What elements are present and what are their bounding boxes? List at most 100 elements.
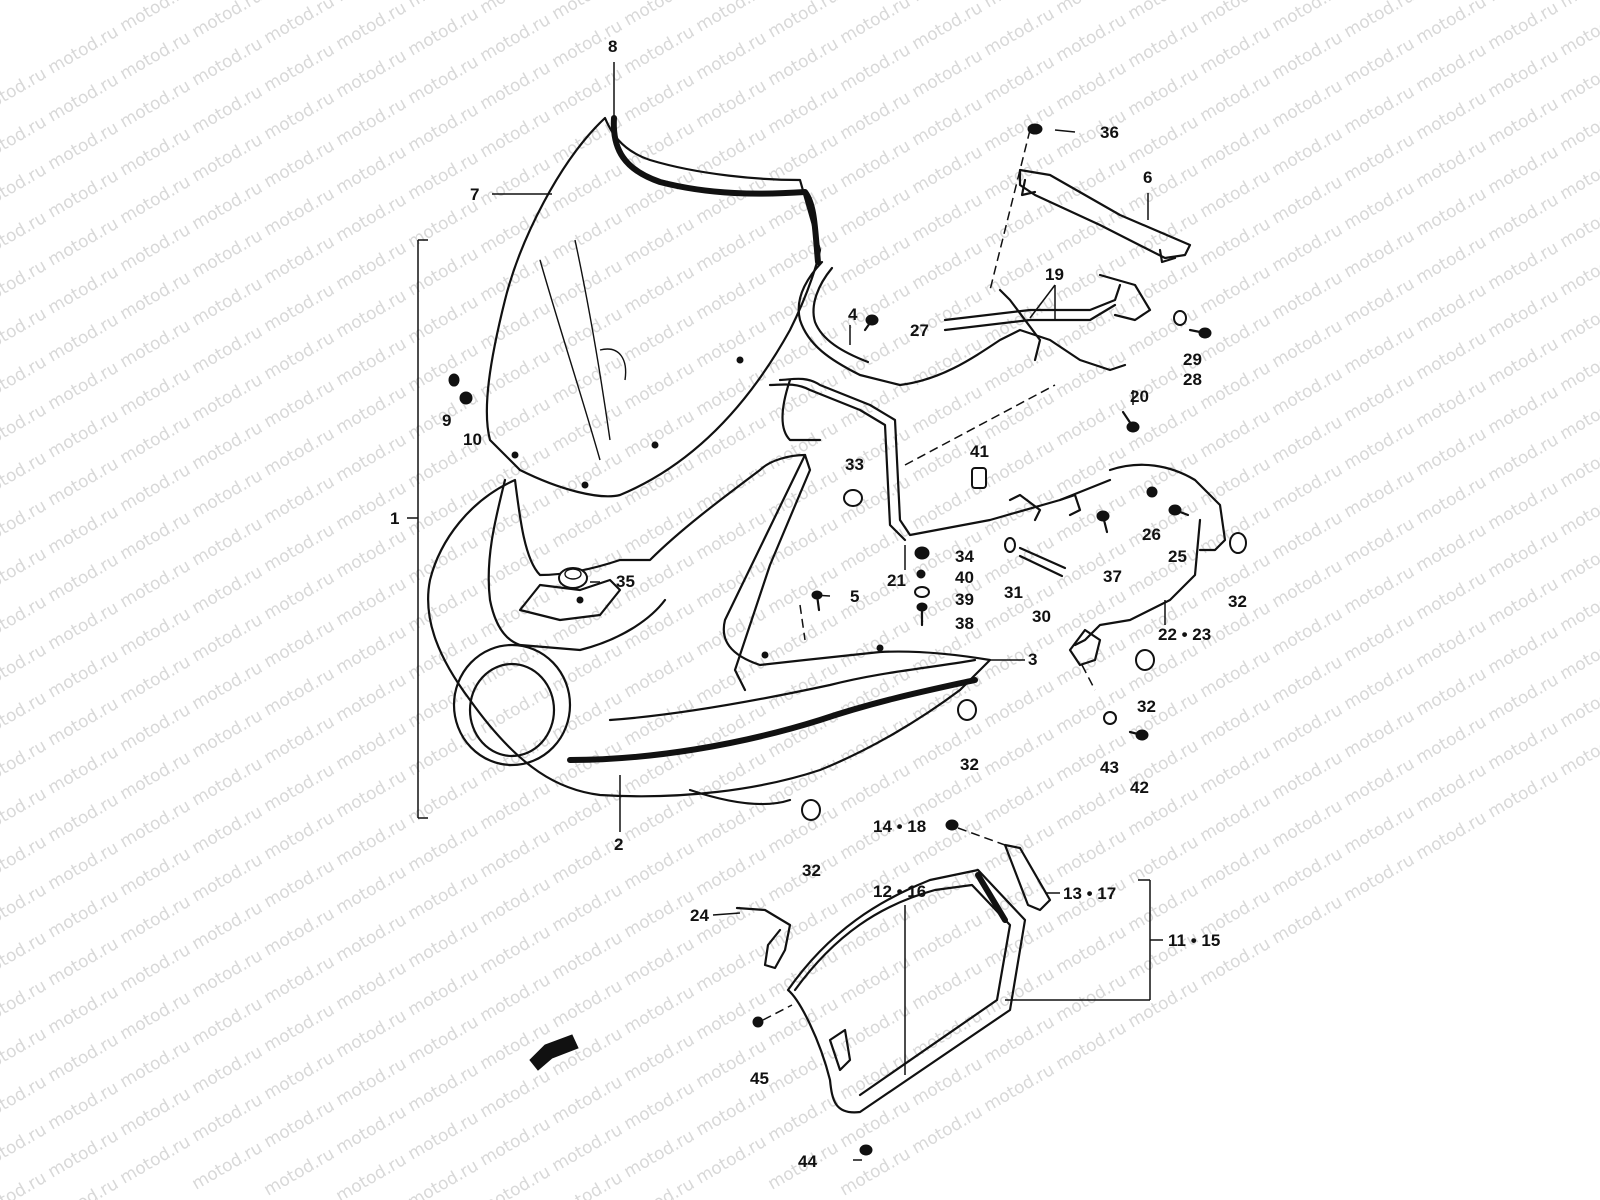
cover-bracket (735, 906, 792, 970)
cover-clip (1003, 843, 1052, 912)
callout-3: 3 (1028, 650, 1037, 669)
callout-10: 10 (463, 430, 482, 449)
watermark-text: motod.ru (0, 448, 50, 504)
callout-42: 42 (1130, 778, 1149, 797)
callout-26: 26 (1142, 525, 1161, 544)
watermark-text: motod.ru (0, 928, 50, 984)
watermark-text: motod.ru (0, 1024, 50, 1080)
watermark-text: motod.ru (0, 496, 50, 552)
callout-9: 9 (442, 411, 451, 430)
callout-45: 45 (750, 1069, 769, 1088)
callout-25: 25 (1168, 547, 1187, 566)
watermark-text: motod.ru (837, 1144, 915, 1200)
watermark-text: motod.ru (0, 592, 50, 648)
watermark-text: motod.ru (117, 1132, 195, 1188)
watermark-text: motod.ru (1557, 724, 1600, 780)
watermark-text: motod.ru (0, 736, 50, 792)
watermark-text: motod.ru (1053, 1018, 1131, 1074)
callout-31: 31 (1004, 583, 1023, 602)
watermark-text: motod.ru (1557, 388, 1600, 444)
callout-37: 37 (1103, 567, 1122, 586)
watermark-text: motod.ru (0, 688, 50, 744)
watermark-text: motod.ru (0, 352, 50, 408)
watermark-text: motod.ru (0, 256, 50, 312)
watermark-text: motod.ru (0, 112, 50, 168)
watermark-text: motod.ru (0, 64, 50, 120)
watermark-text: motod.ru (1557, 0, 1600, 12)
watermark-text: motod.ru (333, 1150, 411, 1200)
callout-44: 44 (798, 1152, 817, 1171)
watermark-text: motod.ru (1557, 52, 1600, 108)
callout-32-a: 32 (1228, 592, 1247, 611)
watermark-text: motod.ru (0, 784, 50, 840)
watermark-text: motod.ru (1413, 808, 1491, 864)
meter-stay (1018, 168, 1192, 264)
callout-30: 30 (1032, 607, 1051, 626)
callout-27: 27 (910, 321, 929, 340)
watermark-text: motod.ru (1557, 196, 1600, 252)
callout-40: 40 (955, 568, 974, 587)
watermark-text: motod.ru (0, 1072, 50, 1128)
watermark-text: motod.ru (1269, 892, 1347, 948)
side-cover (786, 868, 1027, 1114)
callout-33: 33 (845, 455, 864, 474)
callout-29: 29 (1183, 350, 1202, 369)
watermark-text: motod.ru (0, 1120, 50, 1176)
callout-8: 8 (608, 37, 617, 56)
watermark-text: motod.ru (189, 1138, 267, 1194)
watermark-text: motod.ru (0, 640, 50, 696)
fairing-bracket-frame (768, 129, 1227, 691)
leader-lines (407, 129, 1166, 1161)
callout-5: 5 (850, 587, 859, 606)
watermark-text: motod.ru (1557, 580, 1600, 636)
watermark-text: motod.ru (261, 1144, 339, 1200)
watermark-text: motod.ru (1557, 4, 1600, 60)
callout-13-17: 13 • 17 (1063, 884, 1116, 903)
callout-38: 38 (955, 614, 974, 633)
watermark-text: motod.ru (0, 976, 50, 1032)
watermark-text: motod.ru (0, 544, 50, 600)
callout-11-15: 11 • 15 (1168, 931, 1220, 950)
watermark-text: motod.ru (1125, 976, 1203, 1032)
watermark-text: motod.ru (0, 208, 50, 264)
callout-32-b: 32 (1137, 697, 1156, 716)
callout-32-d: 32 (802, 861, 821, 880)
callout-24: 24 (690, 906, 709, 925)
windscreen (485, 116, 822, 498)
watermark-text: motod.ru (1557, 628, 1600, 684)
rubber-grommet (558, 567, 588, 589)
watermark-text: motod.ru (1557, 100, 1600, 156)
watermark-text: motod.ru (0, 832, 50, 888)
watermark-text: motod.ru (693, 1132, 771, 1188)
watermark-text: motod.ru (1557, 148, 1600, 204)
callout-labels: 1 2 3 4 5 6 7 8 9 10 11 • 15 12 • 16 13 … (390, 37, 1247, 1171)
watermark-text: motod.ru (909, 1102, 987, 1158)
callout-14-18: 14 • 18 (873, 817, 926, 836)
watermark-text: motod.ru (1557, 244, 1600, 300)
callout-39: 39 (955, 590, 974, 609)
watermark-text: motod.ru (1557, 436, 1600, 492)
callout-2: 2 (614, 835, 623, 854)
front-arrow (529, 1034, 579, 1071)
callout-28: 28 (1183, 370, 1202, 389)
fasteners (448, 123, 1247, 1156)
watermark-text: motod.ru (1485, 766, 1563, 822)
callout-20: 20 (1130, 387, 1149, 406)
callout-7: 7 (470, 185, 479, 204)
callout-43: 43 (1100, 758, 1119, 777)
watermark-text: motod.ru (981, 1060, 1059, 1116)
callout-12-16: 12 • 16 (873, 882, 926, 901)
watermark-text: motod.ru (1557, 340, 1600, 396)
callout-41: 41 (970, 442, 989, 461)
callout-35: 35 (616, 572, 635, 591)
callout-19: 19 (1045, 265, 1064, 284)
watermark-text: motod.ru (1341, 850, 1419, 906)
callout-4: 4 (848, 305, 858, 324)
callout-6: 6 (1143, 168, 1152, 187)
watermark-text: motod.ru (0, 880, 50, 936)
callout-1: 1 (390, 509, 399, 528)
callout-21: 21 (887, 571, 906, 590)
windscreen-trim (610, 62, 821, 265)
watermark-text: motod.ru (0, 400, 50, 456)
